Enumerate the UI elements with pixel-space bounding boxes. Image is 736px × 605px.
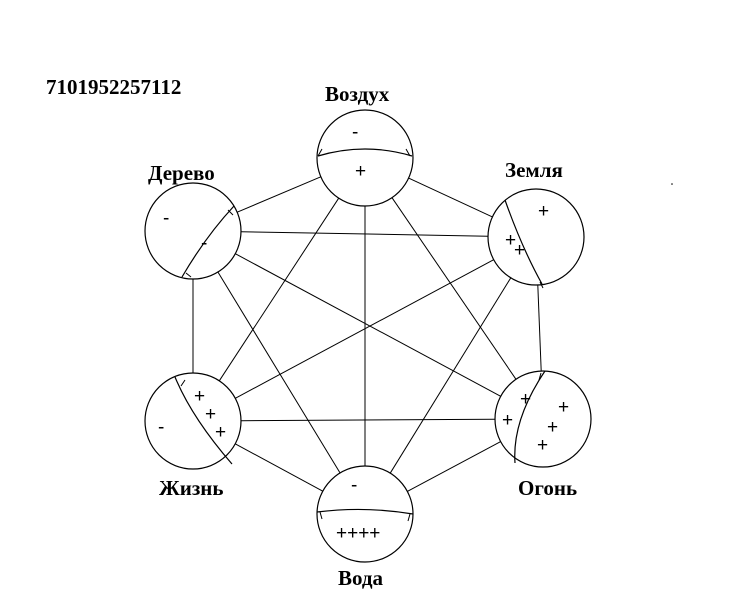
node-ogon-sign-4: +	[547, 417, 558, 438]
node-vozdukh-sign-minus: -	[352, 122, 358, 143]
edge-voda-zhizn	[234, 443, 324, 492]
node-voda-divider	[316, 508, 414, 515]
node-zhizn-circle	[144, 372, 242, 470]
node-vozdukh-circle	[316, 109, 414, 207]
node-vozdukh-tick	[405, 148, 411, 157]
node-zemlya-sign-1: +	[538, 201, 549, 222]
stray-dot	[671, 183, 673, 185]
edge-zemlya-derevo	[240, 231, 489, 237]
node-zhizn-label: Жизнь	[159, 476, 224, 500]
node-derevo-sign-1: -	[163, 208, 169, 229]
node-zhizn-sign-1: +	[194, 386, 205, 407]
node-derevo-tick	[227, 209, 234, 216]
node-voda-sign-plus: ++++	[336, 523, 380, 544]
node-derevo-sign-2: -	[201, 233, 207, 254]
node-zhizn-tick	[180, 379, 186, 387]
node-derevo-tick	[185, 272, 192, 278]
node-ogon-divider	[514, 370, 546, 464]
node-voda: - ++++ Вода	[316, 465, 414, 590]
node-zhizn: - + + + Жизнь	[144, 372, 242, 500]
node-derevo-circle	[144, 182, 242, 280]
node-vozdukh-tick	[317, 148, 323, 157]
node-ogon: + + + + + Огонь	[494, 370, 592, 500]
node-voda-circle	[316, 465, 414, 563]
edge-vozdukh-zemlya	[408, 177, 493, 218]
node-voda-label: Вода	[338, 566, 384, 590]
node-vozdukh-divider	[317, 148, 413, 157]
node-derevo: - - Дерево	[144, 161, 242, 280]
node-vozdukh-sign-plus: +	[355, 161, 366, 182]
node-zemlya-sign-3: +	[514, 240, 525, 261]
node-zhizn-divider	[174, 376, 233, 465]
node-ogon-sign-5: +	[537, 435, 548, 456]
edge-vozdukh-ogon	[391, 197, 517, 380]
edge-zemlya-voda	[389, 277, 512, 474]
node-zemlya-divider	[504, 199, 543, 285]
edge-zemlya-zhizn	[235, 259, 494, 399]
node-voda-tick	[407, 513, 411, 522]
node-zemlya-label: Земля	[505, 158, 563, 182]
node-ogon-sign-2: +	[558, 397, 569, 418]
node-derevo-divider	[181, 205, 235, 278]
node-ogon-tick	[538, 372, 542, 381]
edge-derevo-voda	[217, 271, 341, 474]
edges-group	[192, 176, 542, 492]
edge-zhizn-ogon	[240, 418, 496, 422]
node-zhizn-sign-2: +	[205, 404, 216, 425]
node-zemlya-tick	[539, 281, 544, 289]
node-ogon-sign-1: +	[520, 389, 531, 410]
node-ogon-sign-3: +	[502, 410, 513, 431]
edge-ogon-voda	[407, 441, 501, 492]
edge-derevo-ogon	[235, 253, 501, 397]
node-zhizn-sign-minus: -	[158, 417, 164, 438]
code-number: 7101952257112	[46, 75, 181, 99]
node-derevo-label: Дерево	[148, 161, 215, 185]
node-zhizn-sign-3: +	[215, 422, 226, 443]
edge-derevo-vozdukh	[237, 176, 321, 213]
node-zemlya-sign-2: +	[505, 230, 516, 251]
node-vozdukh: - + Воздух	[316, 82, 414, 207]
node-voda-tick	[319, 511, 323, 520]
node-voda-sign-minus: -	[351, 475, 357, 496]
node-ogon-circle	[494, 370, 592, 468]
node-ogon-label: Огонь	[518, 476, 577, 500]
edge-zemlya-ogon	[537, 284, 542, 372]
edge-vozdukh-zhizn	[218, 197, 340, 382]
node-vozdukh-label: Воздух	[325, 82, 390, 106]
node-zemlya-circle	[487, 188, 585, 286]
node-zemlya: + + + Земля	[487, 158, 585, 289]
